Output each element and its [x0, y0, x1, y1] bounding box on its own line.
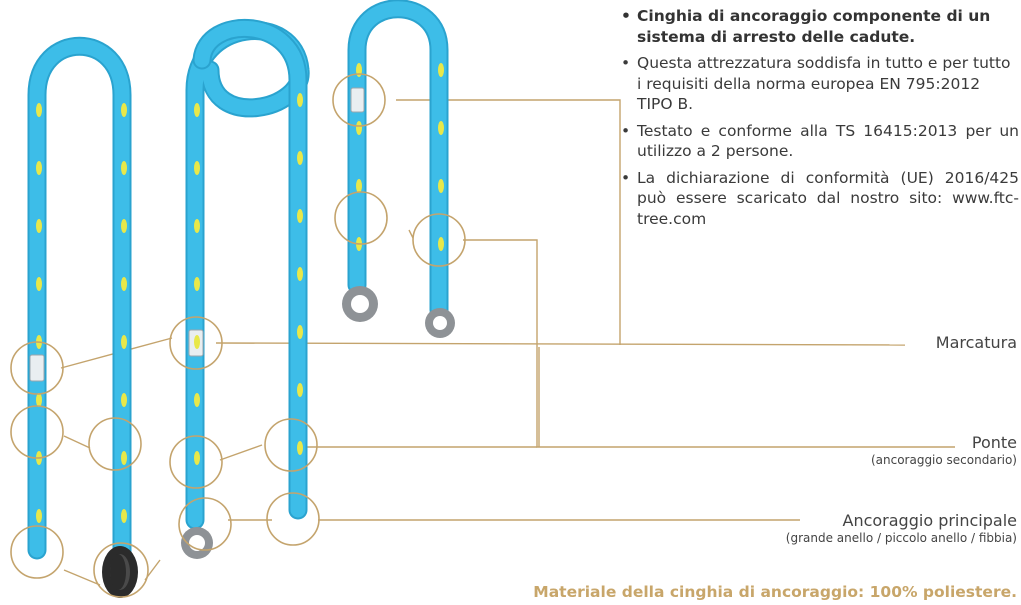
strap-spot — [121, 451, 127, 465]
callout-subtitle: (grande anello / piccolo anello / fibbia… — [785, 531, 1017, 545]
small-ring — [342, 286, 378, 322]
strap-spot — [297, 93, 303, 107]
strap-spot — [121, 219, 127, 233]
feature-item: •Cinghia di ancoraggio componente di un … — [621, 7, 991, 46]
strap-spot — [121, 277, 127, 291]
strap-spot — [194, 161, 200, 175]
bridge-circle — [334, 191, 388, 245]
material-note: Materiale della cinghia di ancoraggio: 1… — [533, 583, 1017, 601]
strap-spot — [121, 393, 127, 407]
feature-item: •La dichiarazione di conformità (UE) 201… — [621, 168, 1019, 228]
bridge-circle — [412, 213, 466, 267]
ancoraggio-line — [63, 569, 101, 586]
marking-circle — [10, 341, 64, 395]
marking-tag — [29, 354, 45, 382]
bridge-circle — [169, 435, 223, 489]
strap-spot — [194, 103, 200, 117]
sling-middle — [181, 18, 310, 559]
strap-spot — [194, 277, 200, 291]
bridge-circle — [88, 417, 142, 471]
callout-title: Marcatura — [935, 333, 1017, 352]
ponte-line — [219, 444, 263, 461]
strap-spot — [121, 103, 127, 117]
callout-marcatura: Marcatura — [936, 333, 1017, 353]
feature-item: •Testato e conforme alla TS 16415:2013 p… — [621, 121, 1019, 161]
strap-spot — [36, 103, 42, 117]
strap-spot — [356, 121, 362, 135]
strap-spot — [297, 151, 303, 165]
ponte-line — [463, 239, 955, 448]
strap-spot — [438, 63, 444, 77]
feature-list: •Cinghia di ancoraggio componente di un … — [621, 6, 1019, 235]
anchor-circle — [93, 542, 149, 598]
strap-spot — [356, 179, 362, 193]
strap-spot — [121, 335, 127, 349]
feature-item: •Questa attrezzatura soddisfa in tutto e… — [621, 54, 1011, 113]
strap-spot — [194, 393, 200, 407]
strap-spot — [297, 383, 303, 397]
strap-spot — [438, 179, 444, 193]
strap-spot — [121, 509, 127, 523]
strap-spot — [36, 393, 42, 407]
callout-title: Ancoraggio principale — [842, 511, 1018, 530]
callout-lines — [60, 99, 955, 586]
anchor-circle — [10, 525, 64, 579]
strap-spot — [36, 277, 42, 291]
ponte-line — [63, 435, 91, 449]
callout-title: Ponte — [971, 433, 1017, 452]
marcatura-line — [215, 342, 906, 346]
anchor-circle — [178, 497, 232, 551]
anchor-circle — [266, 492, 320, 546]
strap-spot — [438, 121, 444, 135]
strap-spot — [438, 237, 444, 251]
strap-spot — [194, 219, 200, 233]
sling-right — [342, 0, 455, 338]
strap-spot — [121, 161, 127, 175]
marking-tag — [350, 87, 365, 113]
strap-spot — [297, 325, 303, 339]
marking-circle — [332, 73, 386, 127]
callout-ancoraggio: Ancoraggio principale (grande anello / p… — [786, 511, 1017, 546]
strap-spot — [194, 335, 200, 349]
strap-spot — [297, 209, 303, 223]
callout-circles — [10, 73, 466, 598]
big-ring — [102, 546, 138, 598]
strap-spot — [297, 441, 303, 455]
strap-spot — [36, 509, 42, 523]
callout-ponte: Ponte (ancoraggio secondario) — [871, 433, 1017, 468]
small-ring — [425, 308, 455, 338]
small-ring — [181, 527, 213, 559]
sling-left — [27, 36, 138, 598]
bridge-circle — [264, 418, 318, 472]
bridge-circle — [10, 405, 64, 459]
marking-circle — [169, 316, 223, 370]
marcatura-line — [396, 99, 621, 345]
strap-spot — [194, 451, 200, 465]
callout-subtitle: (ancoraggio secondario) — [870, 453, 1017, 467]
strap-spot — [36, 219, 42, 233]
ponte-line — [408, 229, 414, 239]
strap-spots — [36, 63, 444, 523]
strap-spot — [36, 161, 42, 175]
strap-spot — [356, 63, 362, 77]
strap-spot — [297, 267, 303, 281]
